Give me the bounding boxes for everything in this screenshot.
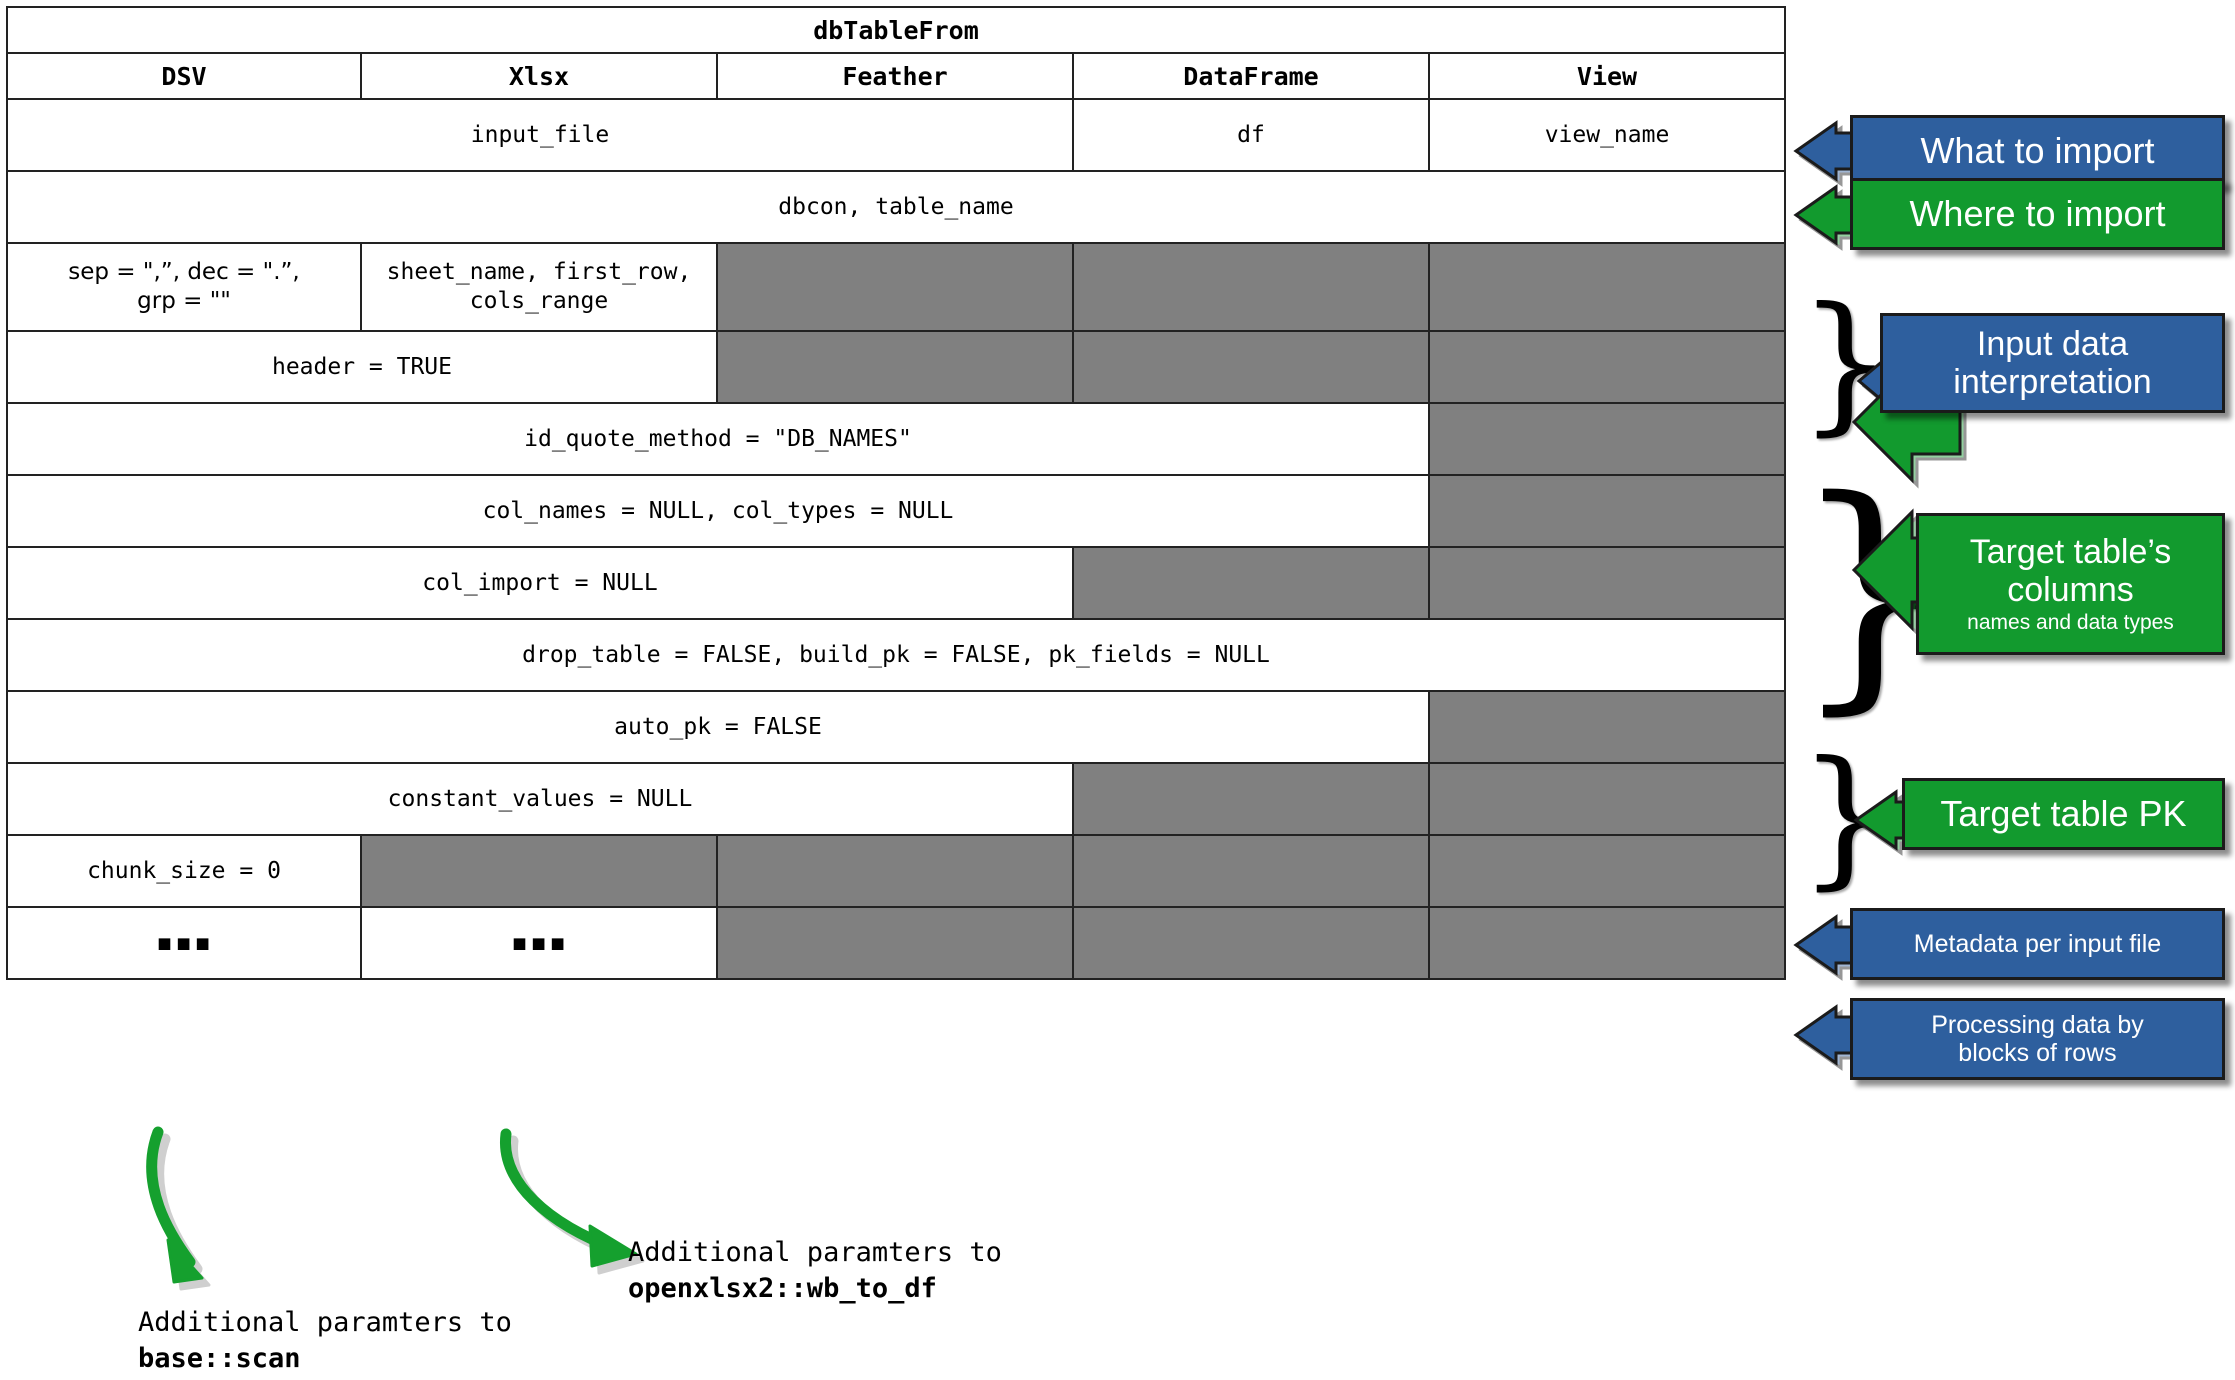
cell-unavailable: [1428, 546, 1786, 620]
table-title-row: dbTableFrom: [6, 6, 1786, 54]
cell-unavailable: [1072, 546, 1430, 620]
cell-unavailable: [1072, 906, 1430, 980]
cell-parameter: view_name: [1428, 98, 1786, 172]
cell-unavailable: [1428, 330, 1786, 404]
table-title: dbTableFrom: [6, 6, 1786, 54]
note-line1: Additional paramters to: [628, 1237, 1002, 1268]
note-line1: Additional paramters to: [138, 1307, 512, 1338]
cell-unavailable: [1428, 906, 1786, 980]
callout-label: Target table PK: [1940, 792, 2187, 834]
column-header-dataframe: DataFrame: [1072, 52, 1430, 100]
cell-parameter: header = TRUE: [6, 330, 718, 404]
cell-unavailable: [716, 834, 1074, 908]
column-header-xlsx: Xlsx: [360, 52, 718, 100]
cell-parameter: ▪▪▪: [360, 906, 718, 980]
cell-unavailable: [1428, 402, 1786, 476]
column-header-feather: Feather: [716, 52, 1074, 100]
callout-what-to-import[interactable]: What to import: [1850, 115, 2225, 187]
cell-parameter: chunk_size = 0: [6, 834, 362, 908]
cell-parameter: ▪▪▪: [6, 906, 362, 980]
table-row-separators: sep = ",”, dec = ".”,grp = ""sheet_name,…: [6, 242, 1786, 332]
table-row-drop-table-build-pk: drop_table = FALSE, build_pk = FALSE, pk…: [6, 618, 1786, 692]
cell-unavailable: [1072, 834, 1430, 908]
cell-unavailable: [1428, 762, 1786, 836]
cell-parameter: constant_values = NULL: [6, 762, 1074, 836]
callout-label: Metadata per input file: [1913, 930, 2162, 958]
note-line2: base::scan: [138, 1342, 301, 1374]
table-row-where-to-import: dbcon, table_name: [6, 170, 1786, 244]
column-header-view: View: [1428, 52, 1786, 100]
cell-parameter: col_names = NULL, col_types = NULL: [6, 474, 1430, 548]
cell-unavailable: [1428, 242, 1786, 332]
table-row-auto-pk: auto_pk = FALSE: [6, 690, 1786, 764]
cell-parameter: sep = ",”, dec = ".”,grp = "": [6, 242, 362, 332]
callout-target-table-pk[interactable]: Target table PK: [1902, 778, 2225, 850]
callout-label: Where to import: [1909, 192, 2166, 234]
callout-label: What to import: [1920, 129, 2155, 171]
table-row-ellipsis: ▪▪▪▪▪▪: [6, 906, 1786, 980]
cell-unavailable: [1428, 690, 1786, 764]
cell-parameter: sheet_name, first_row,cols_range: [360, 242, 718, 332]
cell-parameter: drop_table = FALSE, build_pk = FALSE, pk…: [6, 618, 1786, 692]
cell-parameter: input_file: [6, 98, 1074, 172]
note-base-scan: Additional paramters to base::scan: [138, 1305, 512, 1376]
cell-unavailable: [1428, 834, 1786, 908]
table-row-constant-values: constant_values = NULL: [6, 762, 1786, 836]
cell-unavailable: [1072, 762, 1430, 836]
note-wb-to-df: Additional paramters to openxlsx2::wb_to…: [628, 1235, 1002, 1306]
column-header-dsv: DSV: [6, 52, 362, 100]
cell-parameter: auto_pk = FALSE: [6, 690, 1430, 764]
callout-metadata-per-input-file[interactable]: Metadata per input file: [1850, 908, 2225, 980]
cell-unavailable: [360, 834, 718, 908]
cell-parameter: col_import = NULL: [6, 546, 1074, 620]
cell-parameter: df: [1072, 98, 1430, 172]
cell-unavailable: [1428, 474, 1786, 548]
table-row-header: header = TRUE: [6, 330, 1786, 404]
cell-parameter: id_quote_method = "DB_NAMES": [6, 402, 1430, 476]
cell-unavailable: [1072, 242, 1430, 332]
table-row-col-import: col_import = NULL: [6, 546, 1786, 620]
table-row-chunk-size: chunk_size = 0: [6, 834, 1786, 908]
table-row-id-quote-method: id_quote_method = "DB_NAMES": [6, 402, 1786, 476]
note-line2: openxlsx2::wb_to_df: [628, 1272, 937, 1304]
cell-parameter: dbcon, table_name: [6, 170, 1786, 244]
callout-sublabel: names and data types: [1967, 611, 2174, 635]
callout-where-to-import[interactable]: Where to import: [1850, 178, 2225, 250]
cell-unavailable: [716, 242, 1074, 332]
table-row-col-names-types: col_names = NULL, col_types = NULL: [6, 474, 1786, 548]
curved-arrow-base-scan: [146, 1126, 211, 1291]
cell-unavailable: [1072, 330, 1430, 404]
brace-target-table-pk: }: [1798, 730, 1894, 904]
cell-unavailable: [716, 906, 1074, 980]
cell-unavailable: [716, 330, 1074, 404]
